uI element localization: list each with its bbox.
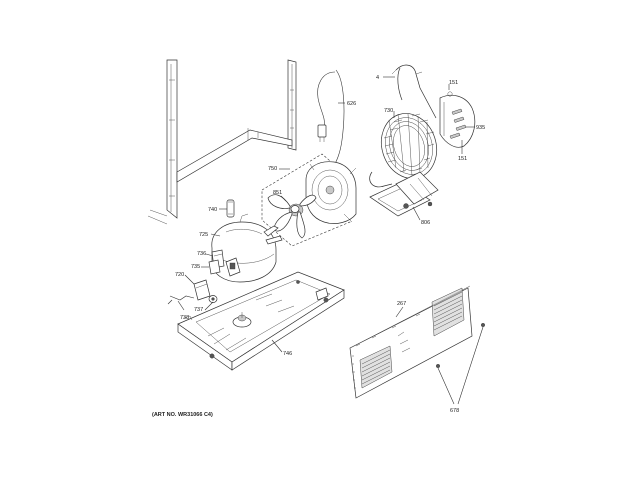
label-735: 735	[191, 264, 200, 270]
drain-pan-bracket	[369, 171, 439, 217]
cover-screws	[436, 323, 486, 369]
relay	[208, 259, 221, 275]
label-678: 678	[450, 408, 459, 414]
label-737: 737	[194, 307, 203, 313]
label-750: 750	[268, 166, 277, 172]
label-267: 267	[397, 301, 406, 307]
label-151-bottom: 151	[458, 156, 467, 162]
label-736: 736	[197, 251, 206, 257]
label-746: 746	[283, 351, 292, 357]
harness-clip	[208, 295, 218, 303]
access-cover	[349, 285, 473, 399]
machine-pan	[177, 271, 345, 371]
art-number: (ART NO. WR31066 C4)	[152, 412, 213, 418]
label-851: 851	[273, 190, 282, 196]
label-720: 720	[175, 272, 184, 278]
label-730: 730	[384, 108, 393, 114]
bracket-screws	[449, 108, 467, 139]
label-151-top: 151	[449, 80, 458, 86]
fan-shroud-outline	[261, 153, 351, 247]
label-806: 806	[421, 220, 430, 226]
fan-blade	[267, 194, 317, 239]
wire-lead	[167, 295, 195, 305]
start-device	[226, 199, 235, 218]
label-626: 626	[347, 101, 356, 107]
label-935: 935	[476, 125, 485, 131]
cabinet-frame	[147, 59, 297, 225]
compressor	[211, 213, 283, 283]
condenser-strap	[391, 64, 437, 119]
label-740: 740	[208, 207, 217, 213]
condenser-coil	[369, 113, 437, 188]
capacitor	[193, 279, 211, 301]
label-4: 4	[376, 75, 379, 81]
label-725: 725	[199, 232, 208, 238]
power-cord	[317, 69, 345, 171]
fan-shroud	[305, 161, 357, 224]
